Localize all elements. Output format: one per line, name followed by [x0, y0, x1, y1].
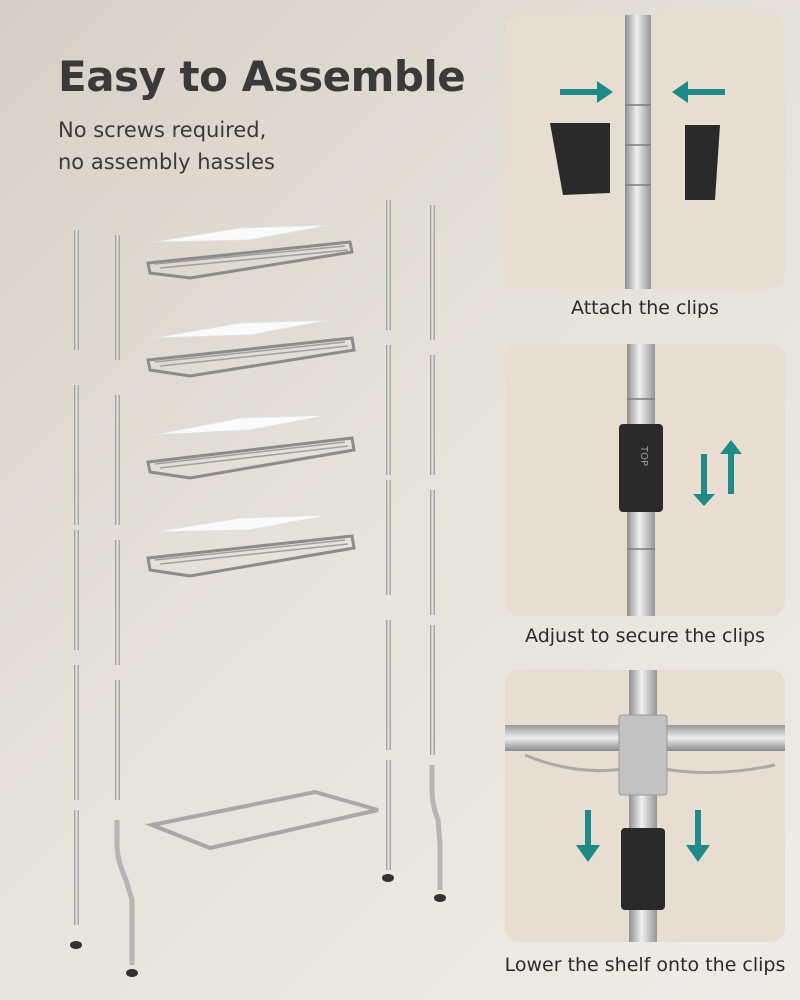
shelf-collar [618, 714, 668, 796]
shelf-2 [146, 319, 356, 378]
clip-top-label: TOP [638, 445, 649, 466]
left-front-pole-segments [70, 230, 82, 949]
right-front-pole-segments [382, 200, 394, 882]
arrows-up-down-icon [693, 440, 742, 506]
left-back-pole-segments [114, 235, 138, 977]
clip-on-pole [621, 828, 665, 910]
right-back-pole-segments [429, 205, 446, 902]
arrows-inward-icon [560, 81, 725, 103]
exploded-shelf-illustration [70, 200, 446, 977]
right-clip [685, 125, 720, 200]
step-2-panel: TOP [505, 344, 785, 616]
arrows-down-icon [576, 810, 710, 862]
step-1-panel [505, 15, 785, 289]
step-3-panel [505, 670, 785, 942]
shelf-3 [146, 414, 356, 480]
step-1-caption: Attach the clips [571, 297, 719, 319]
left-clip [550, 123, 610, 195]
step-2-caption: Adjust to secure the clips [525, 625, 765, 647]
attach-clips-illustration [550, 15, 725, 289]
step-3-caption: Lower the shelf onto the clips [504, 954, 786, 976]
lower-shelf-illustration [505, 670, 785, 942]
shelf-1 [146, 224, 354, 280]
page-subtitle: No screws required, no assembly hassles [58, 118, 275, 174]
page-title: Easy to Assemble [58, 52, 466, 101]
shelf-4 [146, 514, 356, 578]
adjust-clips-illustration: TOP [619, 344, 742, 616]
clip-on-pole [619, 424, 663, 512]
base-frame [145, 789, 379, 851]
